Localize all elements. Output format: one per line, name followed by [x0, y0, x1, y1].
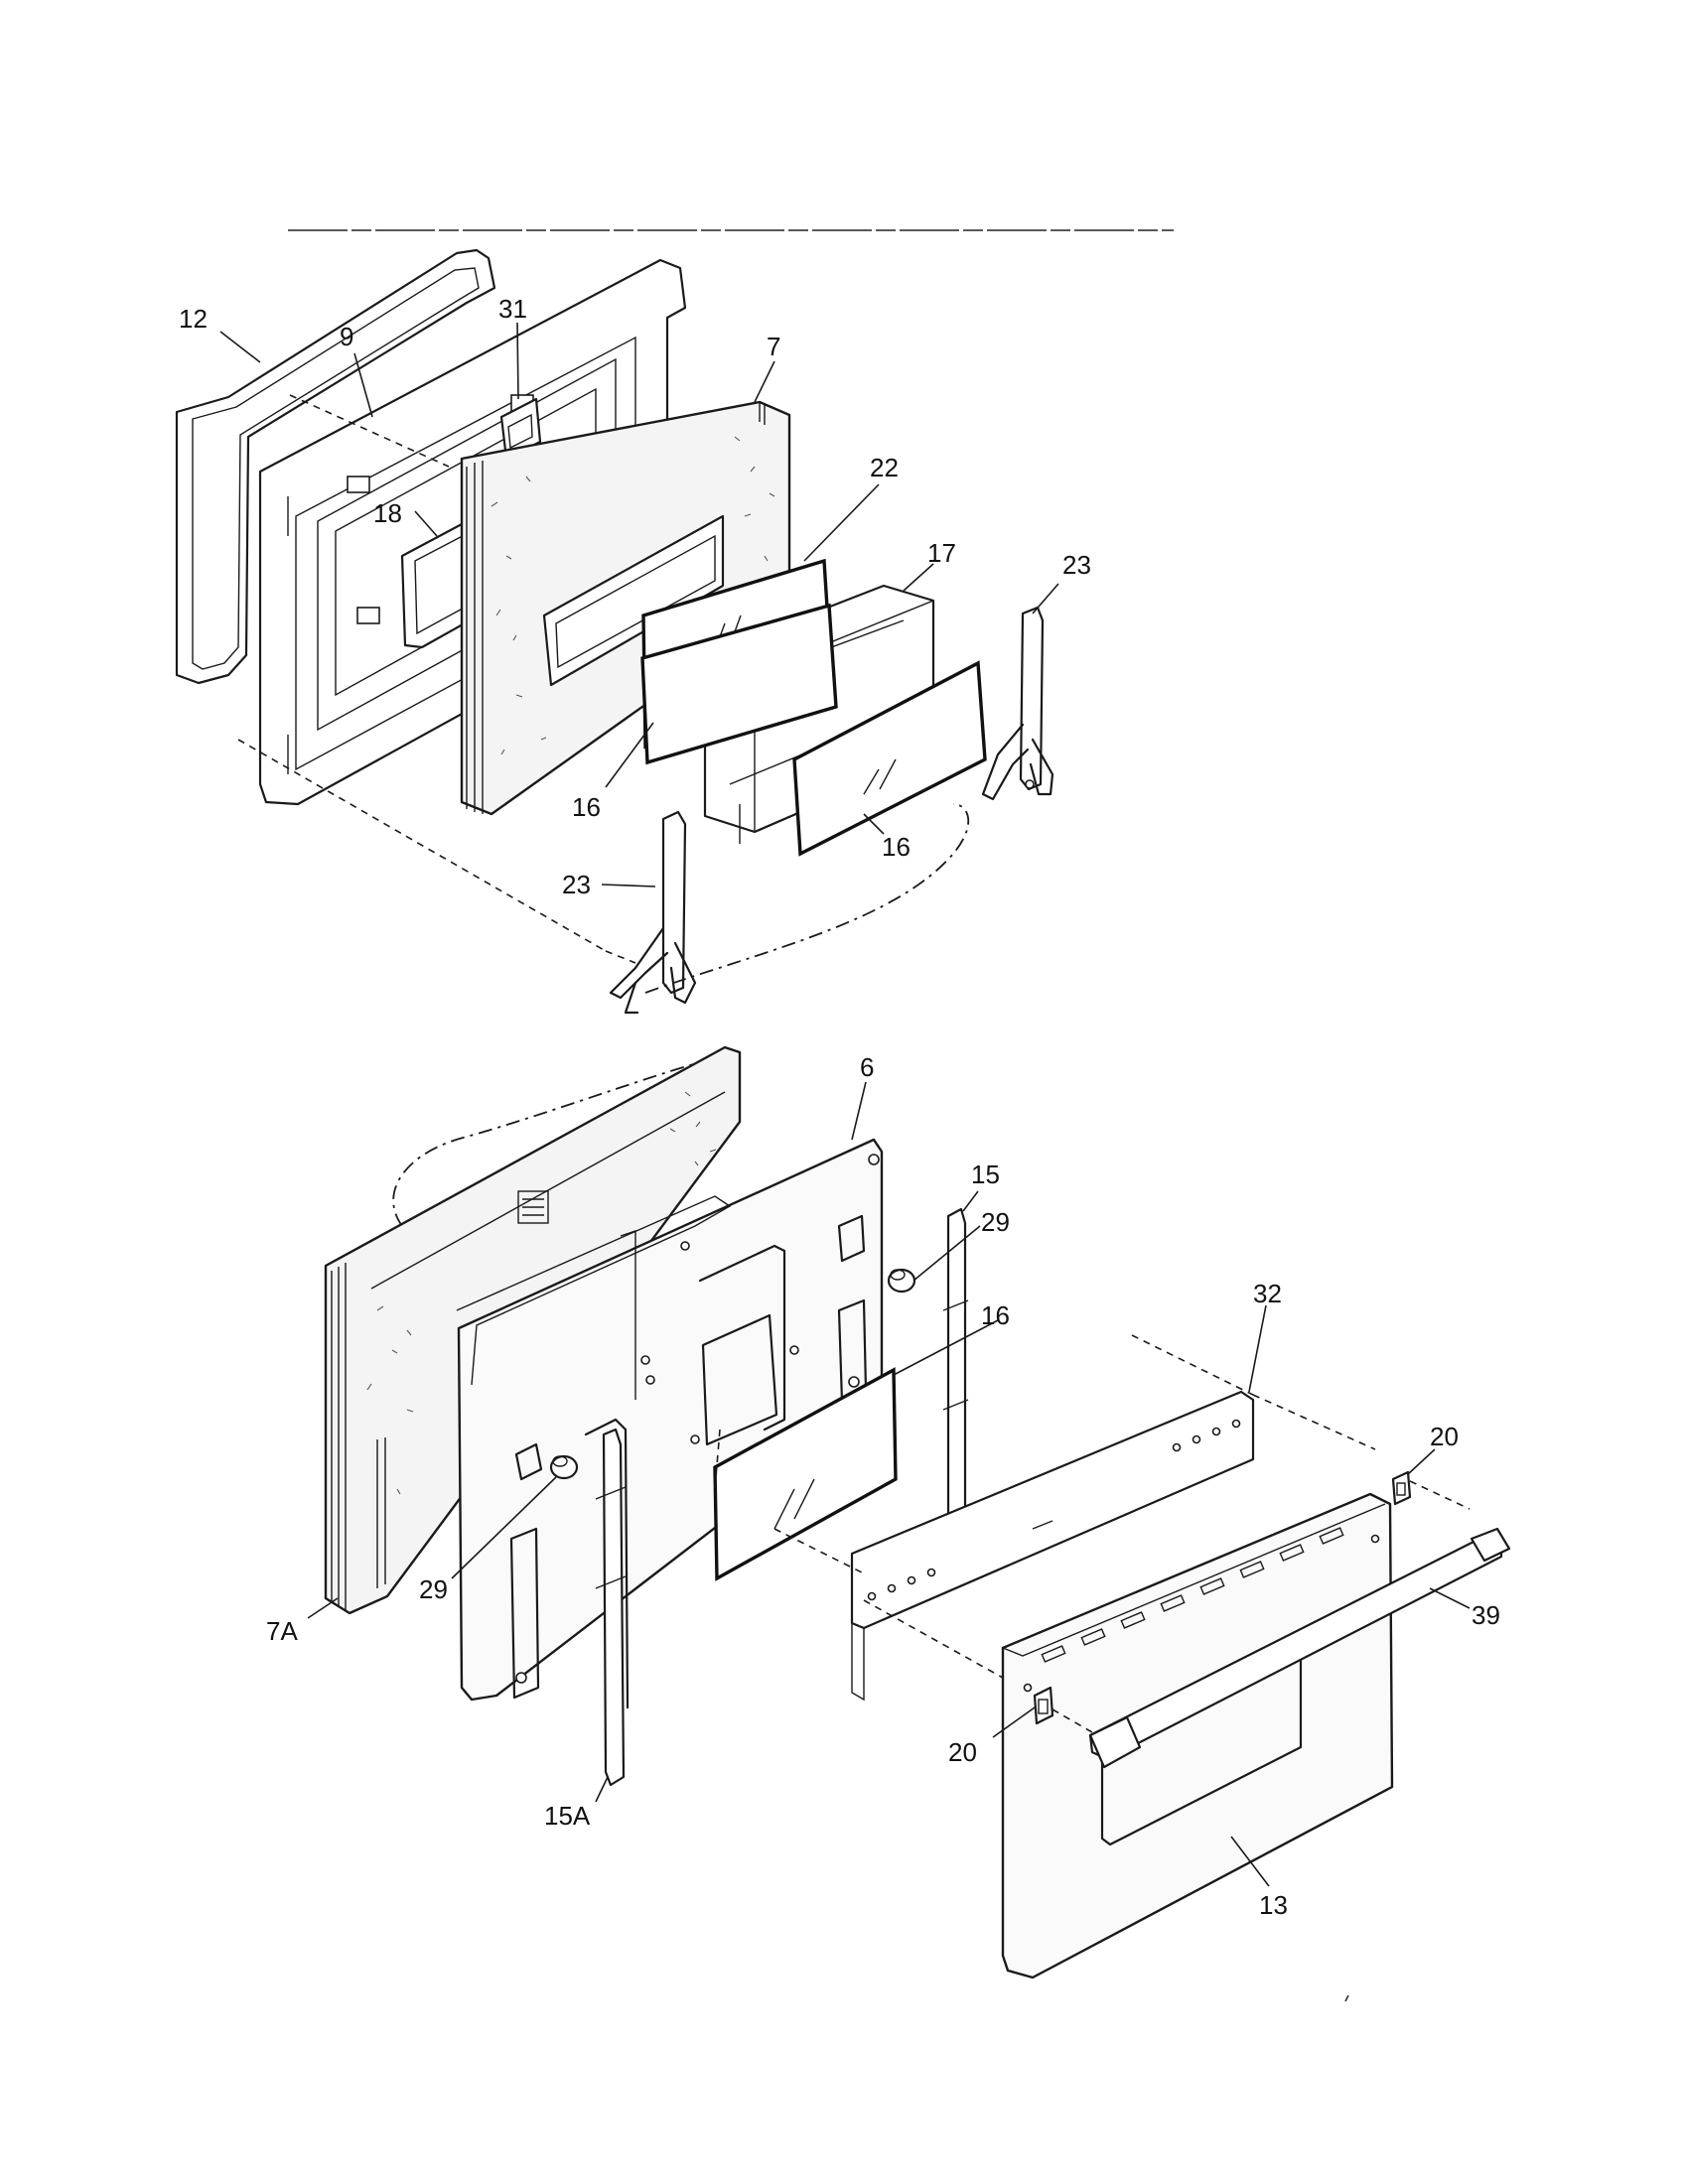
small-bracket	[499, 397, 542, 461]
leader-lines	[219, 322, 1471, 1887]
inner-door-panel	[456, 1138, 884, 1709]
label-part-29-left: 29	[419, 1574, 448, 1604]
label-part-18: 18	[373, 498, 402, 528]
label-part-23-right: 23	[1062, 550, 1091, 580]
bumper-right	[887, 1268, 916, 1294]
label-part-13: 13	[1259, 1890, 1288, 1920]
label-part-29-right: 29	[981, 1207, 1010, 1237]
label-part-31: 31	[498, 294, 527, 324]
label-part-20-left: 20	[948, 1737, 977, 1767]
lower-window-glass	[713, 1367, 898, 1581]
label-part-22: 22	[870, 453, 899, 482]
inner-glass-left	[640, 603, 838, 765]
label-part-6: 6	[860, 1052, 874, 1082]
outer-door-panel	[1001, 1492, 1394, 1979]
label-part-9: 9	[340, 322, 353, 351]
end-cap-right	[1391, 1470, 1412, 1506]
label-part-7A: 7A	[266, 1616, 298, 1646]
door-gasket-frame	[175, 248, 496, 685]
hinge-left	[609, 810, 697, 1015]
label-part-16-left: 16	[572, 792, 601, 822]
label-part-23-left: 23	[562, 870, 591, 899]
label-part-32: 32	[1253, 1279, 1282, 1308]
label-part-15A: 15A	[544, 1801, 591, 1831]
label-part-12: 12	[179, 304, 208, 334]
label-part-16-lower: 16	[981, 1300, 1010, 1330]
bumper-left	[549, 1454, 579, 1480]
vent-panel	[850, 1390, 1255, 1702]
label-part-39: 39	[1472, 1600, 1500, 1630]
label-part-16-right: 16	[882, 832, 911, 862]
door-channel-right	[942, 1207, 969, 1549]
door-handle	[1088, 1527, 1511, 1769]
hinge-right	[981, 606, 1054, 801]
inner-glass-right	[792, 660, 987, 857]
label-part-20-right: 20	[1430, 1422, 1459, 1451]
label-part-7: 7	[767, 332, 780, 361]
end-cap-left	[1033, 1686, 1054, 1725]
door-channel-left	[595, 1428, 627, 1787]
label-part-15: 15	[971, 1160, 1000, 1189]
label-part-17: 17	[927, 538, 956, 568]
stray-mark	[1344, 1994, 1349, 2002]
